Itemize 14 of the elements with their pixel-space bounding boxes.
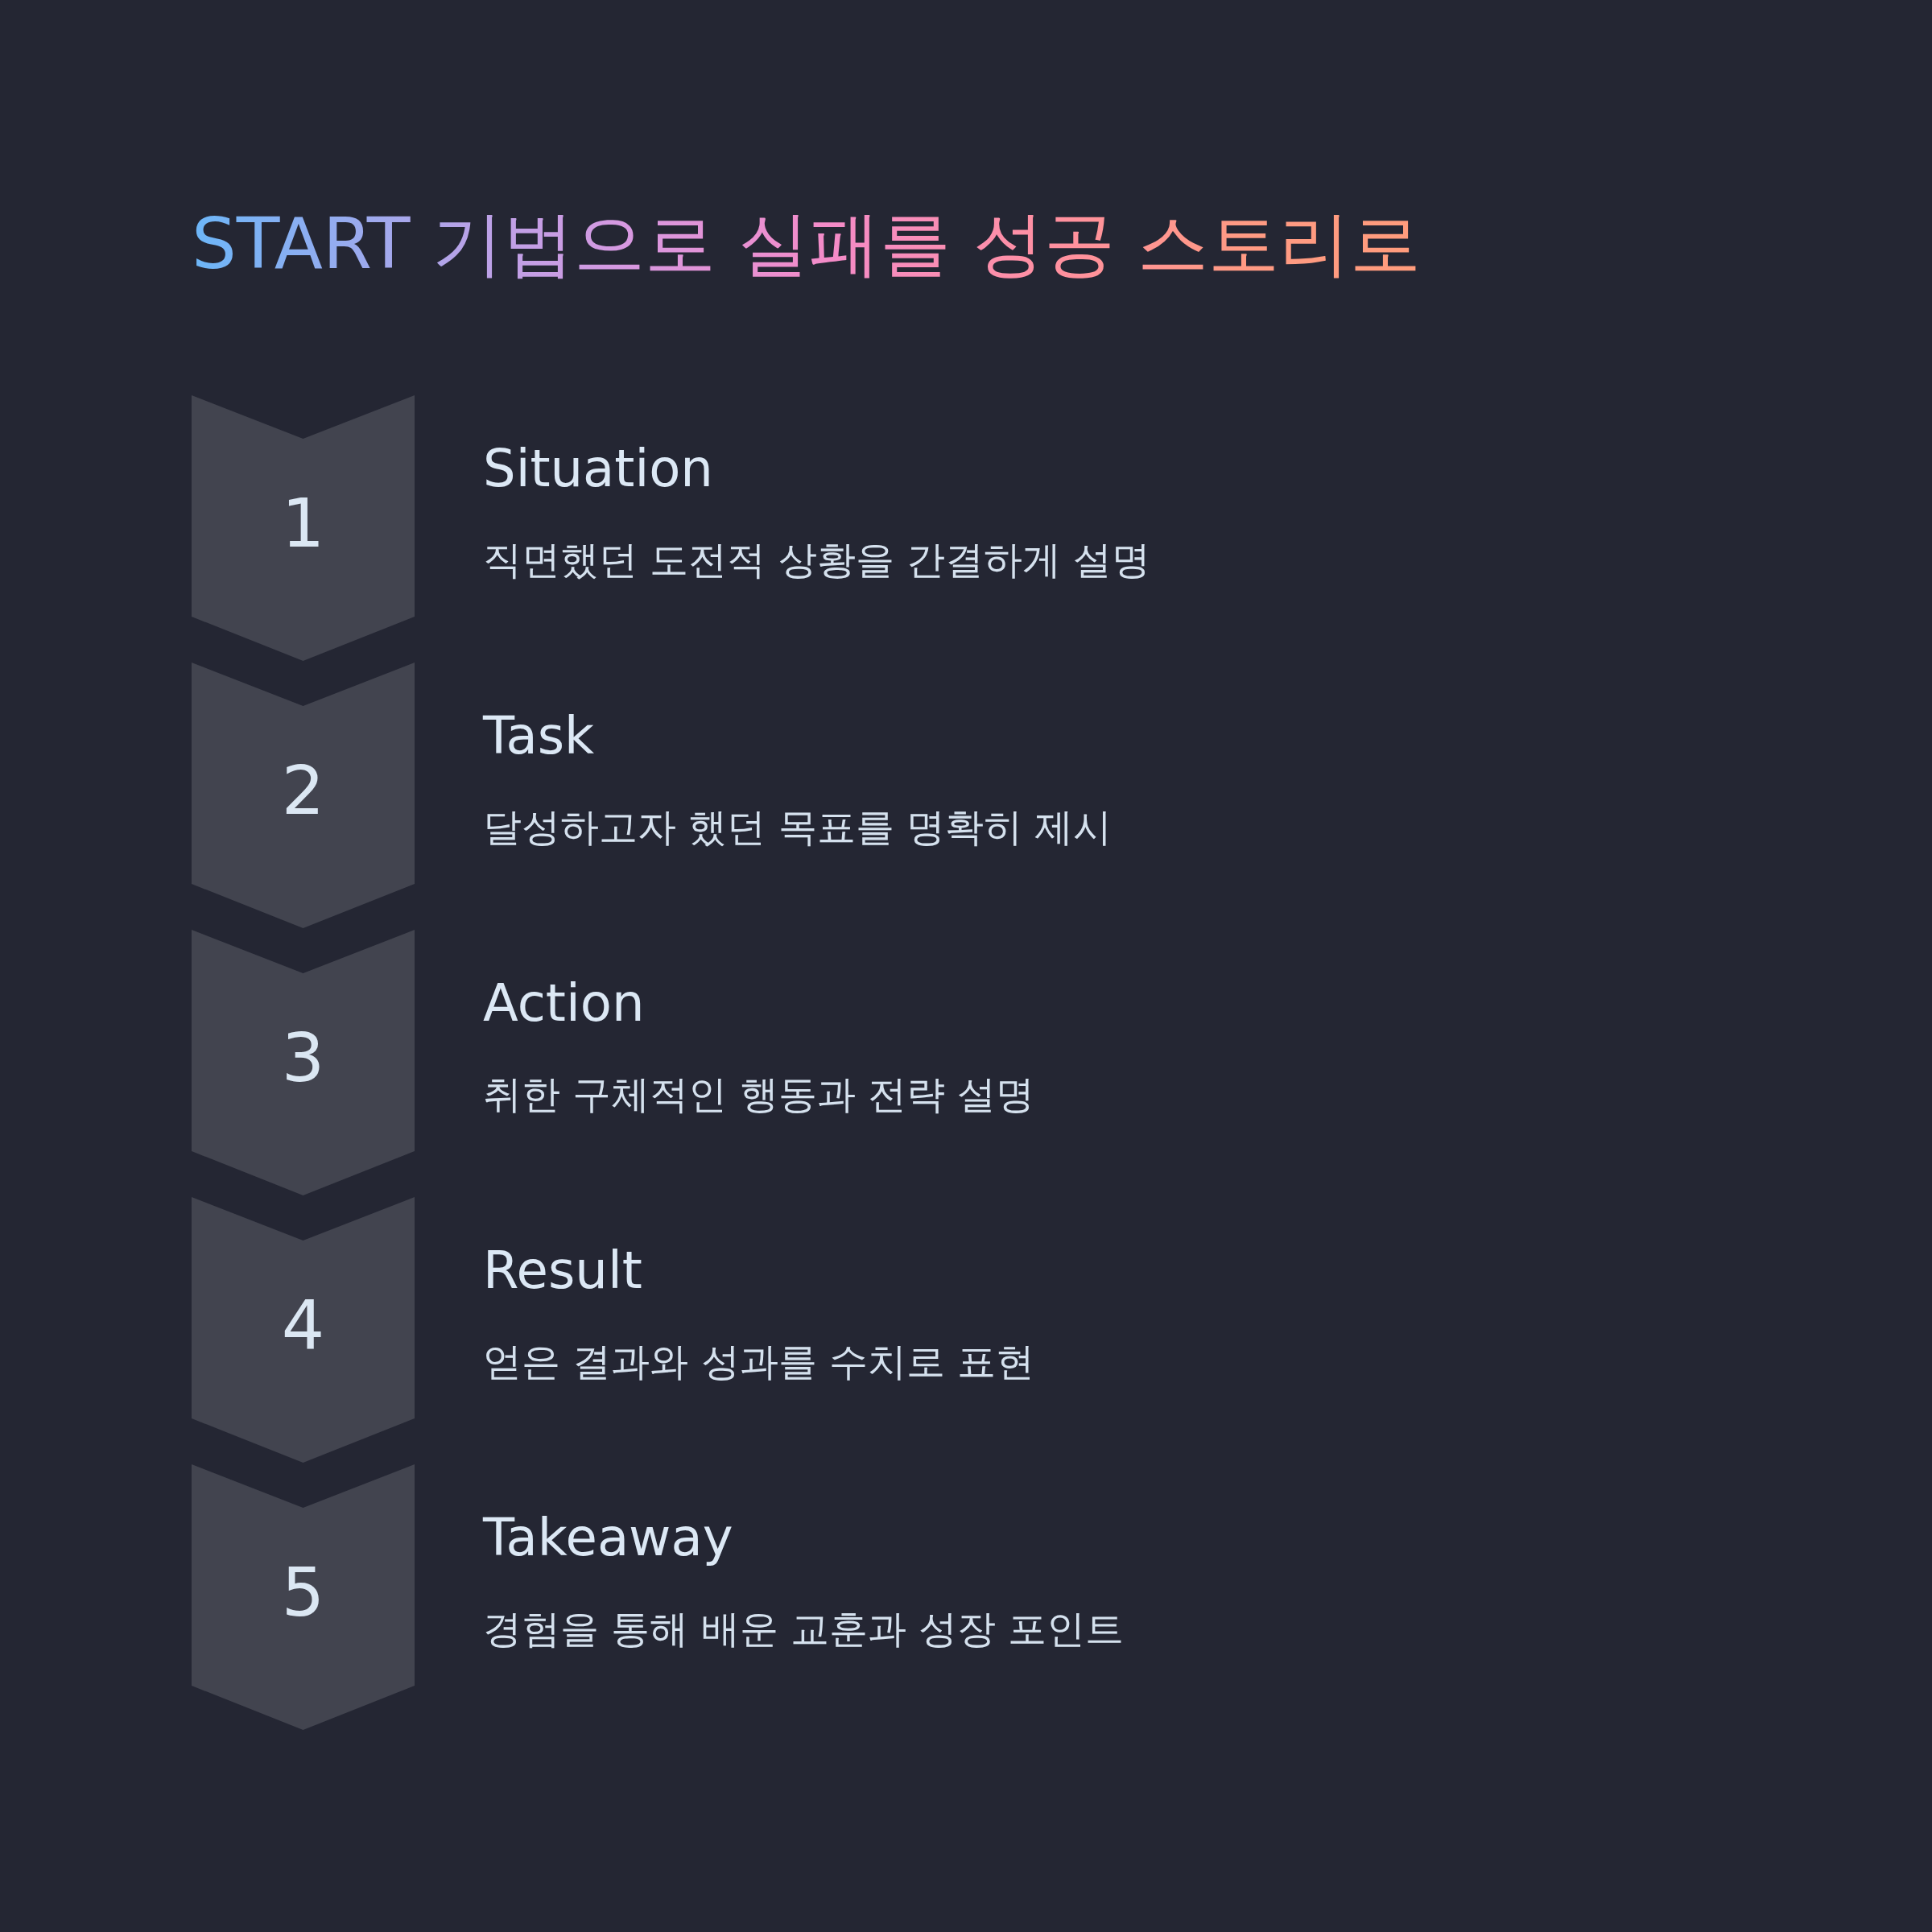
step-number: 4 (281, 1291, 325, 1359)
step-number: 3 (281, 1024, 325, 1092)
step-description: 직면했던 도전적 상황을 간결하게 설명 (483, 537, 1151, 584)
step-heading: Task (483, 710, 595, 762)
step-number: 2 (281, 757, 325, 824)
step-description: 경험을 통해 배운 교훈과 성장 포인트 (483, 1606, 1125, 1653)
step-description: 달성하고자 했던 목표를 명확히 제시 (483, 804, 1113, 851)
step-description: 취한 구체적인 행동과 전략 설명 (483, 1071, 1035, 1118)
step-heading: Result (483, 1245, 642, 1296)
step-number: 5 (281, 1558, 325, 1626)
step-description: 얻은 결과와 성과를 수치로 표현 (483, 1339, 1035, 1385)
step-heading: Situation (483, 443, 713, 494)
step-number: 1 (281, 489, 325, 557)
step-heading: Action (483, 977, 645, 1029)
